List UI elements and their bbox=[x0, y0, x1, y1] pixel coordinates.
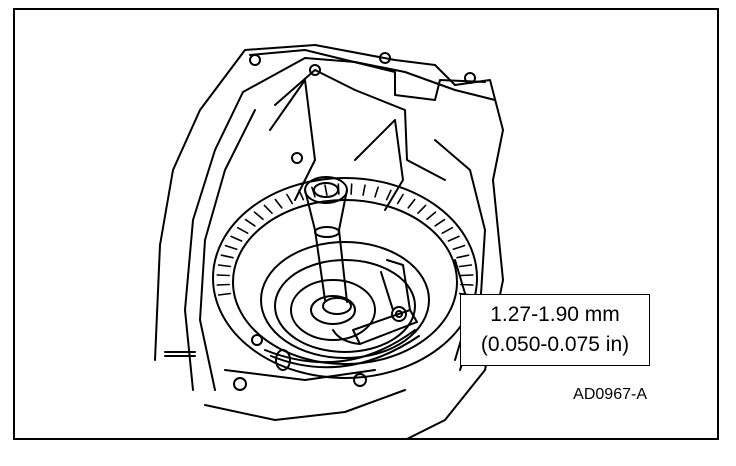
drum-slot bbox=[217, 264, 232, 268]
bolt-hole bbox=[233, 377, 247, 391]
clutch-drum-outer bbox=[212, 177, 478, 379]
feeler-gauge-blade bbox=[352, 309, 418, 345]
drum-slot bbox=[224, 244, 238, 250]
drum-slot bbox=[220, 254, 234, 259]
gear-ring-inner bbox=[274, 259, 416, 353]
feeler-gauge-pivot bbox=[391, 306, 407, 322]
drum-slot bbox=[236, 226, 249, 234]
case-top-rib bbox=[274, 69, 446, 181]
drum-slot bbox=[216, 274, 230, 277]
clearance-imperial: (0.050-0.075 in) bbox=[480, 333, 630, 356]
hub-bore bbox=[310, 295, 356, 325]
drum-slot bbox=[362, 184, 366, 196]
bolt-hole bbox=[464, 72, 476, 84]
drum-slot bbox=[298, 189, 305, 201]
drum-slot bbox=[459, 283, 474, 286]
drum-slot bbox=[456, 254, 470, 259]
clutch-drum-slots bbox=[216, 183, 474, 296]
drum-slot bbox=[458, 264, 473, 268]
clearance-metric: 1.27-1.90 mm bbox=[490, 303, 620, 326]
drum-slot bbox=[274, 198, 283, 209]
drum-slot bbox=[374, 186, 379, 198]
case-top-flange bbox=[249, 49, 486, 101]
drum-slot bbox=[244, 218, 256, 227]
drum-slot bbox=[263, 204, 273, 214]
bolt-hole bbox=[249, 54, 261, 66]
transmission-case-illustration bbox=[154, 44, 504, 438]
drum-slot bbox=[216, 283, 230, 286]
drum-slot bbox=[385, 189, 392, 201]
case-rib-left bbox=[269, 79, 316, 201]
drum-slot bbox=[447, 235, 460, 242]
bolt-hole bbox=[379, 52, 391, 64]
bolt-hole bbox=[251, 334, 263, 346]
shaft-collar bbox=[322, 297, 352, 315]
drum-slot bbox=[417, 204, 427, 214]
drum-slot bbox=[324, 184, 328, 196]
bolt-hole bbox=[353, 373, 367, 387]
drum-slot bbox=[434, 218, 446, 227]
drum-slot bbox=[441, 226, 454, 234]
drum-slot bbox=[217, 292, 232, 296]
clearance-spec-callout: 1.27-1.90 mm (0.050-0.075 in) bbox=[460, 294, 650, 366]
figure-frame: 1.27-1.90 mm (0.050-0.075 in) AD0967-A bbox=[13, 8, 719, 440]
figure-id: AD0967-A bbox=[573, 386, 647, 403]
case-inner-outline bbox=[184, 57, 496, 391]
drum-slot bbox=[426, 211, 437, 220]
drum-slot bbox=[350, 183, 353, 195]
feeler-gauge-handle bbox=[380, 259, 411, 311]
drum-slot bbox=[253, 211, 264, 220]
drum-slot bbox=[286, 193, 294, 205]
drum-slot bbox=[230, 235, 243, 242]
bolt-hole bbox=[309, 64, 321, 76]
case-rib-mid bbox=[354, 119, 404, 211]
drum-slot bbox=[407, 198, 416, 209]
shaft-upper bbox=[304, 189, 348, 231]
gear-ring-outer bbox=[260, 241, 430, 359]
snap-ring bbox=[264, 329, 416, 364]
hub-seat bbox=[290, 279, 376, 341]
drum-slot bbox=[396, 193, 404, 205]
shaft-body bbox=[314, 229, 348, 303]
case-bottom-ridge bbox=[224, 369, 376, 381]
case-left-wall bbox=[199, 109, 256, 391]
bolt-hole bbox=[291, 152, 303, 164]
drum-slot bbox=[452, 244, 466, 250]
case-bottom-edge bbox=[204, 389, 406, 421]
drum-slot bbox=[459, 274, 474, 277]
